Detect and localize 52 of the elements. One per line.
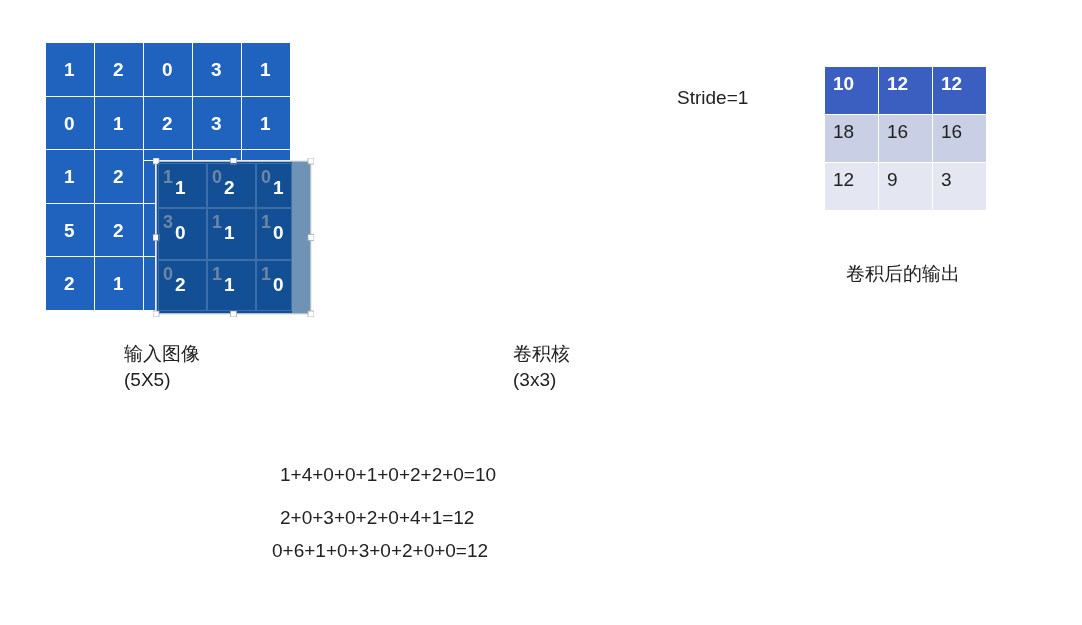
matrix-cell: 0 xyxy=(46,96,94,150)
kernel-weight: 1 xyxy=(212,213,222,231)
matrix-cell: 1 xyxy=(46,43,94,96)
table-cell: 16 xyxy=(879,115,932,162)
caption: 输入图像 xyxy=(124,343,200,365)
caption: 卷积核 xyxy=(513,343,570,365)
matrix-cell: 2 xyxy=(46,257,94,310)
matrix-cell: 2 xyxy=(95,150,143,203)
matrix-cell: 1 xyxy=(242,96,290,150)
matrix-cell: 1 xyxy=(46,150,94,203)
kernel-weight: 0 xyxy=(261,168,271,186)
kernel-weight: 1 xyxy=(261,213,271,231)
pixel-value: 1 xyxy=(175,178,186,198)
kernel-weight: 0 xyxy=(212,168,222,186)
pixel-value: 2 xyxy=(175,275,186,295)
table-cell: 12 xyxy=(825,163,878,210)
pixel-value: 1 xyxy=(224,223,235,243)
kernel-weight: 1 xyxy=(212,265,222,283)
table-cell: 16 xyxy=(933,115,986,162)
matrix-cell: 3 xyxy=(193,43,241,96)
kernel-weight: 0 xyxy=(163,265,173,283)
caption: 卷积后的输出 xyxy=(846,263,960,285)
pixel-value: 1 xyxy=(273,178,284,198)
table-cell: 3 xyxy=(933,163,986,210)
equation: 2+0+3+0+2+0+4+1=12 xyxy=(280,507,475,529)
table-cell: 12 xyxy=(879,67,932,114)
table-cell: 9 xyxy=(879,163,932,210)
kernel-weight: 1 xyxy=(261,265,271,283)
pixel-value: 0 xyxy=(273,275,284,295)
size-label: (5X5) xyxy=(124,369,171,391)
table-cell: 12 xyxy=(933,67,986,114)
pixel-value: 0 xyxy=(175,223,186,243)
matrix-cell: 2 xyxy=(95,203,143,257)
matrix-cell: 5 xyxy=(46,203,94,257)
kernel-weight: 3 xyxy=(163,213,173,231)
matrix-cell: 1 xyxy=(95,257,143,310)
table-cell: 18 xyxy=(825,115,878,162)
stride-label: Stride=1 xyxy=(677,87,749,109)
matrix-cell: 0 xyxy=(144,43,192,96)
matrix-cell: 1 xyxy=(95,96,143,150)
table-cell: 10 xyxy=(825,67,878,114)
equation: 1+4+0+0+1+0+2+2+0=10 xyxy=(280,464,497,486)
matrix-cell: 2 xyxy=(95,43,143,96)
matrix-cell: 2 xyxy=(144,96,192,150)
pixel-value: 1 xyxy=(224,275,235,295)
size-label: (3x3) xyxy=(513,369,557,391)
pixel-value: 2 xyxy=(224,178,235,198)
matrix-cell: 1 xyxy=(242,43,290,96)
kernel-weight: 1 xyxy=(163,168,173,186)
matrix-cell: 3 xyxy=(193,96,241,150)
equation: 0+6+1+0+3+0+2+0+0=12 xyxy=(272,540,489,562)
pixel-value: 0 xyxy=(273,223,284,243)
